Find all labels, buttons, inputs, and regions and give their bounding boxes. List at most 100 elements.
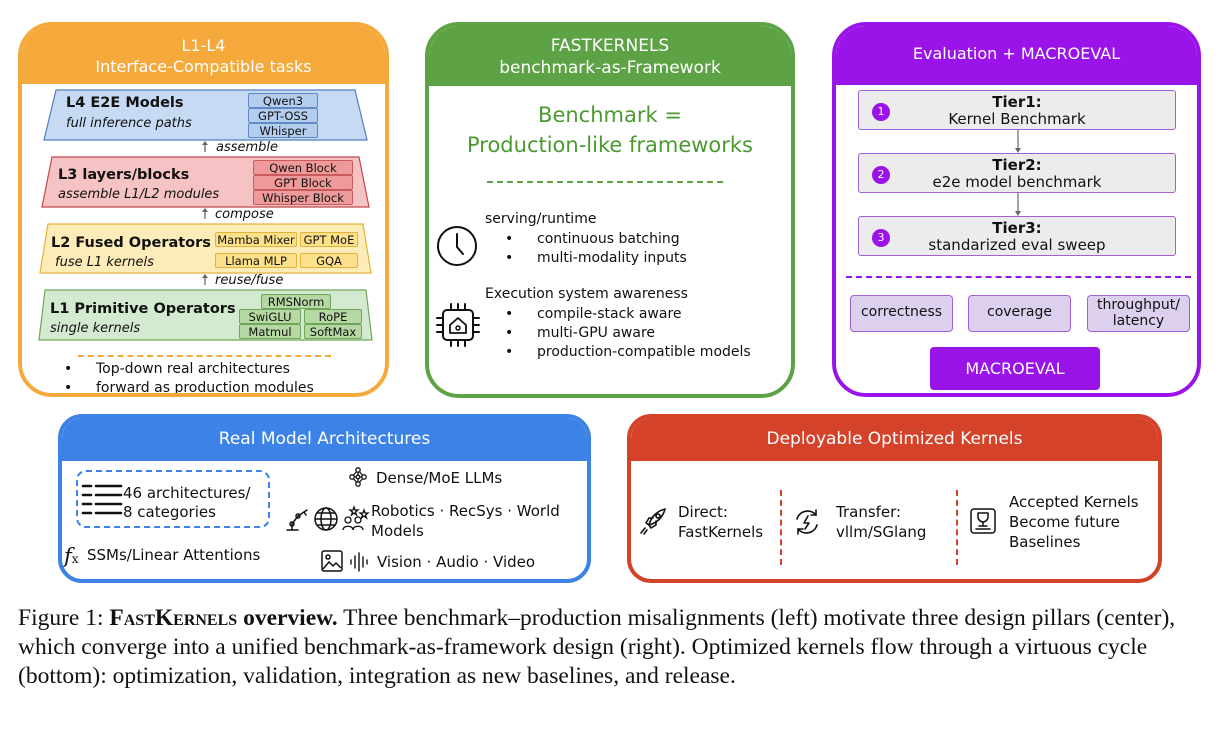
award-certificate-icon — [970, 508, 996, 534]
robotics-line-2: Models — [371, 522, 424, 540]
accepted-line-3: Baselines — [1009, 533, 1081, 551]
tag-gpt-moe: GPT MoE — [300, 232, 358, 247]
robotics-line-1: Robotics · RecSys · World — [371, 502, 560, 520]
caption-bold-rest: overview. — [243, 605, 338, 631]
function-icon: ƒx — [64, 544, 79, 568]
tag-whisper-block: Whisper Block — [253, 190, 353, 205]
sync-bolt-icon — [796, 509, 818, 535]
chip-home-icon — [436, 303, 480, 347]
architectures-box — [76, 470, 270, 528]
clock-icon — [437, 226, 477, 266]
dashed-divider — [487, 181, 723, 183]
l3-title: L3 layers/blocks — [58, 167, 190, 183]
rocket-icon — [640, 508, 666, 535]
coverage-chip: coverage — [968, 295, 1071, 332]
tag-gqa: GQA — [300, 253, 358, 268]
deployable-kernels-title: Deployable Optimized Kernels — [766, 429, 1023, 449]
tag-rope: RoPE — [304, 309, 362, 324]
down-arrow-icon — [1015, 193, 1021, 216]
evaluation-title: Evaluation + MACROEVAL — [912, 44, 1121, 63]
tier2-box: Tier2: e2e model benchmark — [858, 153, 1176, 193]
compose-label: compose — [215, 207, 274, 222]
caption-bold-name: FastKernels — [109, 605, 238, 631]
tag-whisper: Whisper — [248, 123, 318, 138]
up-arrow-icon — [202, 208, 208, 219]
caption-text: Three benchmark–production misalignments… — [18, 605, 1176, 689]
tier2-subtitle: e2e model benchmark — [932, 173, 1102, 191]
bullet-item: Top-down real architectures — [60, 360, 314, 379]
bullet-item: production-compatible models — [501, 343, 751, 362]
accepted-kernels-label: Accepted Kernels Become future Baselines — [1009, 492, 1139, 552]
image-icon — [321, 550, 343, 572]
l2-tier: L2 Fused Operators fuse L1 kernels Mamba… — [39, 223, 372, 274]
fastkernels-panel: FASTKERNELS benchmark-as-Framework Bench… — [425, 22, 795, 398]
execution-list: compile-stack aware multi-GPU aware prod… — [501, 305, 751, 362]
l1-l4-header: L1-L4 Interface-Compatible tasks — [22, 26, 385, 84]
caption-label: Figure 1: — [18, 605, 104, 631]
tag-matmul: Matmul — [239, 324, 301, 339]
down-arrow-icon — [1015, 130, 1021, 153]
tier3-number-badge: 3 — [872, 229, 890, 247]
tag-qwen-block: Qwen Block — [253, 160, 353, 175]
evaluation-panel: Evaluation + MACROEVAL Tier1: Kernel Ben… — [832, 22, 1201, 397]
l2-title: L2 Fused Operators — [51, 235, 211, 251]
ssm-label: SSMs/Linear Attentions — [87, 546, 261, 564]
tier3-subtitle: standarized eval sweep — [928, 236, 1106, 254]
dashed-divider — [846, 276, 1191, 278]
headline-line-2: Production-like frameworks — [466, 133, 753, 157]
real-architectures-header: Real Model Architectures — [62, 418, 587, 461]
l1-title: L1 Primitive Operators — [50, 301, 236, 317]
l4-subtitle: full inference paths — [66, 116, 192, 131]
l1-l4-title: L1-L4 — [181, 36, 226, 55]
headline-line-1: Benchmark = — [538, 103, 682, 127]
tier1-title: Tier1: — [992, 93, 1042, 111]
tag-gpt-oss: GPT-OSS — [248, 108, 318, 123]
real-architectures-panel: Real Model Architectures 46 architecture… — [58, 414, 591, 583]
tier3-box: Tier3: standarized eval sweep — [858, 216, 1176, 256]
bullet-item: multi-GPU aware — [501, 324, 751, 343]
bullet-item: forward as production modules — [60, 379, 314, 393]
execution-heading: Execution system awareness — [485, 286, 688, 302]
tier2-title: Tier2: — [992, 156, 1042, 174]
dense-moe-label: Dense/MoE LLMs — [376, 469, 503, 487]
tag-gpt-block: GPT Block — [253, 175, 353, 190]
tag-swiglu: SwiGLU — [239, 309, 301, 324]
network-icon — [349, 467, 367, 487]
bullet-item: compile-stack aware — [501, 305, 751, 324]
latency-label: latency — [1112, 313, 1165, 329]
up-arrow-icon — [202, 274, 208, 285]
dashed-separator — [956, 490, 958, 565]
globe-icon — [314, 507, 338, 531]
audio-wave-icon — [350, 552, 368, 572]
reuse-fuse-label: reuse/fuse — [215, 273, 284, 288]
deployable-kernels-panel: Deployable Optimized Kernels Direct: Fas… — [627, 414, 1162, 583]
transfer-line-1: Transfer: — [836, 503, 902, 521]
bullet-item: continuous batching — [501, 230, 687, 249]
serving-heading: serving/runtime — [485, 211, 597, 227]
tag-mamba-mixer: Mamba Mixer — [215, 232, 297, 247]
direct-line-1: Direct: — [678, 503, 728, 521]
users-stars-icon — [342, 504, 370, 531]
robotics-label: Robotics · RecSys · World Models — [371, 501, 560, 541]
l1-l4-bullets: Top-down real architectures forward as p… — [60, 360, 314, 393]
tier1-box: Tier1: Kernel Benchmark — [858, 90, 1176, 130]
architectures-line-1: 46 architectures/ — [123, 484, 251, 502]
tag-softmax: SoftMax — [304, 324, 362, 339]
real-architectures-title: Real Model Architectures — [218, 429, 431, 449]
tier2-number-badge: 2 — [872, 166, 890, 184]
tag-qwen3: Qwen3 — [248, 93, 318, 108]
l1-l4-subtitle: Interface-Compatible tasks — [95, 57, 312, 76]
architectures-line-2: 8 categories — [123, 503, 216, 521]
throughput-latency-chip: throughput/ latency — [1087, 295, 1190, 332]
accepted-line-2: Become future — [1009, 513, 1120, 531]
fastkernels-subtitle: benchmark-as-Framework — [499, 58, 721, 78]
deployable-kernels-header: Deployable Optimized Kernels — [631, 418, 1158, 461]
figure-caption: Figure 1: FastKernels overview. Three be… — [18, 604, 1213, 691]
dashed-divider — [78, 355, 331, 357]
assemble-label: assemble — [216, 140, 279, 155]
evaluation-header: Evaluation + MACROEVAL — [836, 26, 1197, 85]
direct-line-2: FastKernels — [678, 523, 764, 541]
l2-subtitle: fuse L1 kernels — [55, 255, 154, 270]
bullet-item: multi-modality inputs — [501, 249, 687, 268]
benchmark-headline: Benchmark = Production-like frameworks — [429, 100, 791, 160]
